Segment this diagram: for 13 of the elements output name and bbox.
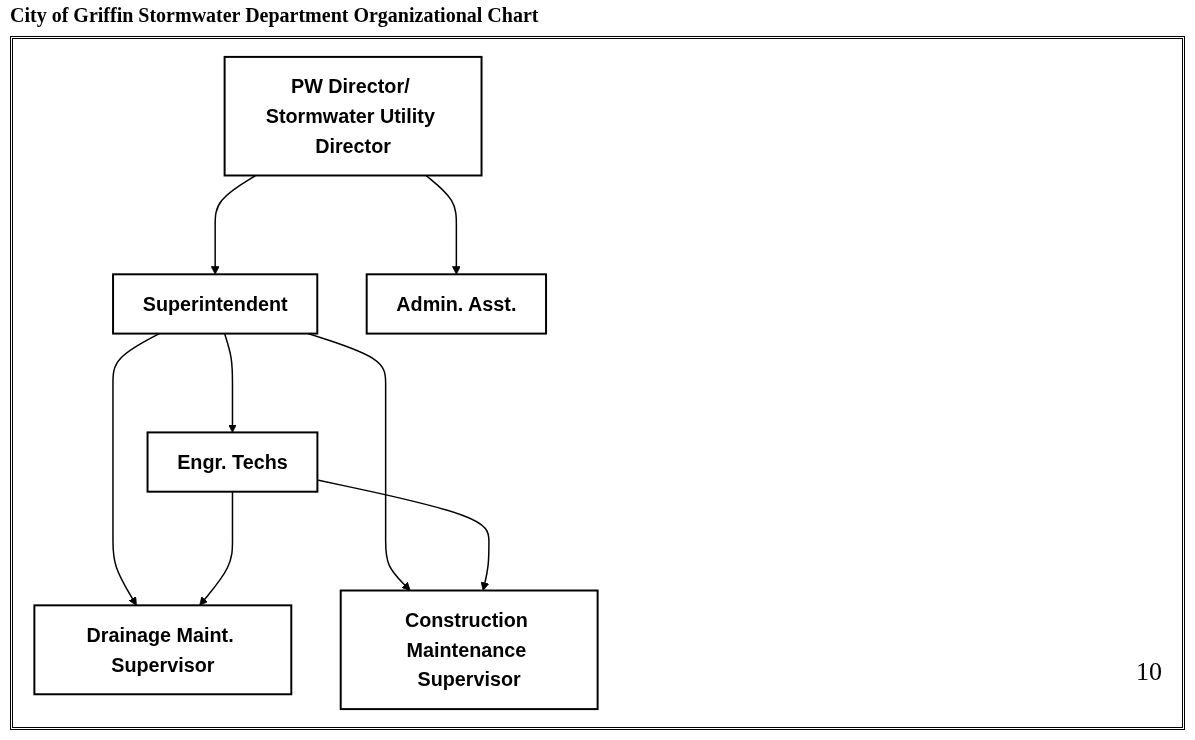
arrow [199, 490, 234, 606]
page-number: 10 [1136, 657, 1162, 687]
node-box [146, 431, 319, 493]
arrow [425, 174, 461, 275]
page-frame: Superintendent PW Director/ Stormwater Utility Director Admin. Asst. Engr. Techs Drainage Maint. Supervisor Construction Maintenance Supervisor 10 [10, 36, 1185, 730]
arrow [210, 174, 257, 275]
node-box [223, 55, 483, 177]
node-box [33, 604, 293, 696]
node-box [339, 589, 599, 711]
chart-title: City of Griffin Stormwater Department Organizational Chart [9, 3, 540, 29]
node-box [112, 273, 319, 335]
arrow [223, 332, 237, 433]
node-box [365, 273, 548, 335]
